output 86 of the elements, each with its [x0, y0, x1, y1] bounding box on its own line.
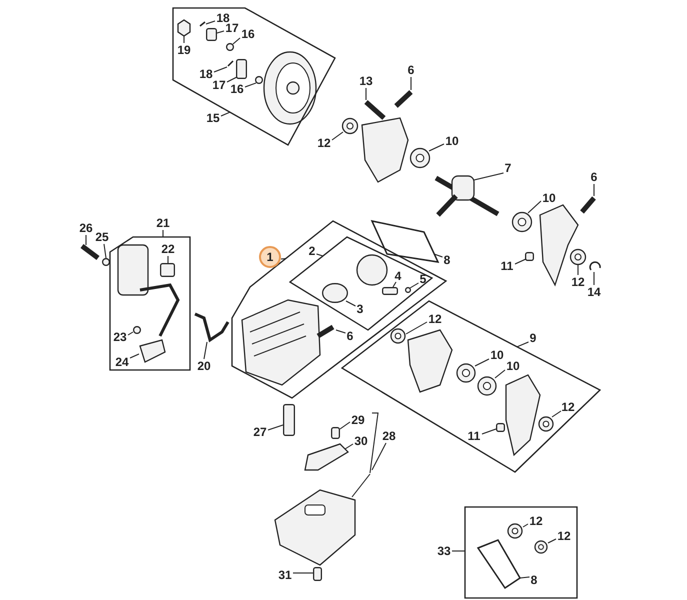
callout-number: 26: [78, 221, 94, 235]
leader-line: [104, 244, 106, 258]
callout-number: 2: [308, 244, 316, 258]
callout-number: 9: [528, 331, 538, 345]
callout-number: 3: [356, 302, 364, 316]
callout-number: 15: [205, 111, 221, 125]
callout-number: 19: [176, 43, 192, 57]
leader-line: [206, 20, 216, 24]
leader-line: [214, 66, 228, 72]
callout-number: 22: [160, 242, 176, 256]
callout-number: 12: [316, 136, 332, 150]
callout-number: 6: [346, 329, 354, 343]
leader-line: [392, 282, 396, 288]
leader-line: [552, 410, 562, 418]
callout-number: 33: [436, 544, 452, 558]
leader-line: [292, 572, 314, 574]
leader-line: [372, 442, 386, 470]
callout-number: 10: [541, 191, 557, 205]
leader-line: [522, 524, 528, 528]
callout-number: 11: [466, 429, 482, 443]
callout-number: 12: [570, 275, 586, 289]
callout-number: 8: [442, 253, 452, 267]
leader-line: [268, 424, 284, 430]
callout-number: 28: [381, 429, 397, 443]
leader-line: [494, 370, 506, 378]
leader-line: [130, 354, 140, 358]
callout-number: 6: [590, 170, 598, 184]
callout-number: 7: [504, 161, 512, 175]
callout-number: 12: [528, 514, 544, 528]
leader-line: [428, 144, 444, 152]
leader-line: [244, 82, 256, 88]
callout-number: 12: [556, 529, 572, 543]
leader-line: [514, 258, 526, 264]
leader-line: [410, 282, 419, 288]
callout-number: 25: [94, 230, 110, 244]
callout-number: 10: [505, 359, 521, 373]
callout-number: 10: [444, 134, 460, 148]
leader-line: [352, 474, 370, 498]
leader-line: [482, 428, 496, 434]
callout-number: 5: [418, 272, 428, 286]
callout-number: 10: [489, 348, 505, 362]
leader-line: [346, 300, 356, 306]
leader-line: [220, 112, 230, 116]
leader-line: [204, 342, 208, 360]
leader-line: [216, 30, 224, 34]
leader-line: [474, 358, 490, 366]
callout-number: 6: [406, 63, 416, 77]
callout-number: 29: [350, 413, 366, 427]
leader-line: [520, 576, 530, 578]
leader-line: [128, 332, 134, 336]
callout-number: 17: [211, 78, 227, 92]
callout-number: 23: [112, 330, 128, 344]
callout-number: 11: [499, 259, 515, 273]
leader-line: [280, 258, 286, 260]
leader-line: [548, 538, 556, 544]
leader-line: [226, 76, 238, 82]
leader-line: [516, 342, 529, 348]
callout-number: 12: [560, 400, 576, 414]
callout-number: 30: [353, 434, 369, 448]
callout-number: 16: [240, 27, 256, 41]
leader-line: [232, 38, 240, 44]
callout-number: 21: [155, 216, 171, 230]
leader-line: [162, 230, 164, 238]
callout-number: 20: [196, 359, 212, 373]
callout-number: 18: [198, 67, 214, 81]
leader-line: [340, 422, 350, 430]
leader-line: [474, 172, 504, 180]
leader-line: [316, 254, 324, 256]
callout-number: 8: [530, 573, 538, 587]
leader-line: [344, 444, 354, 450]
leader-line: [452, 550, 466, 552]
leader-line: [410, 76, 412, 90]
callout-number: 27: [252, 425, 268, 439]
callout-number: 14: [586, 285, 602, 299]
callout-number: 31: [277, 568, 293, 582]
callout-number: 4: [394, 269, 402, 283]
callout-number: 24: [114, 355, 130, 369]
callout-number: 16: [229, 82, 245, 96]
callout-number: 1: [259, 246, 281, 268]
callout-number: 13: [358, 74, 374, 88]
leader-line: [406, 322, 428, 334]
leader-line: [332, 132, 344, 140]
leader-line: [528, 200, 542, 214]
leader-line: [336, 330, 346, 334]
callout-number: 12: [427, 312, 443, 326]
leader-line: [434, 254, 443, 258]
